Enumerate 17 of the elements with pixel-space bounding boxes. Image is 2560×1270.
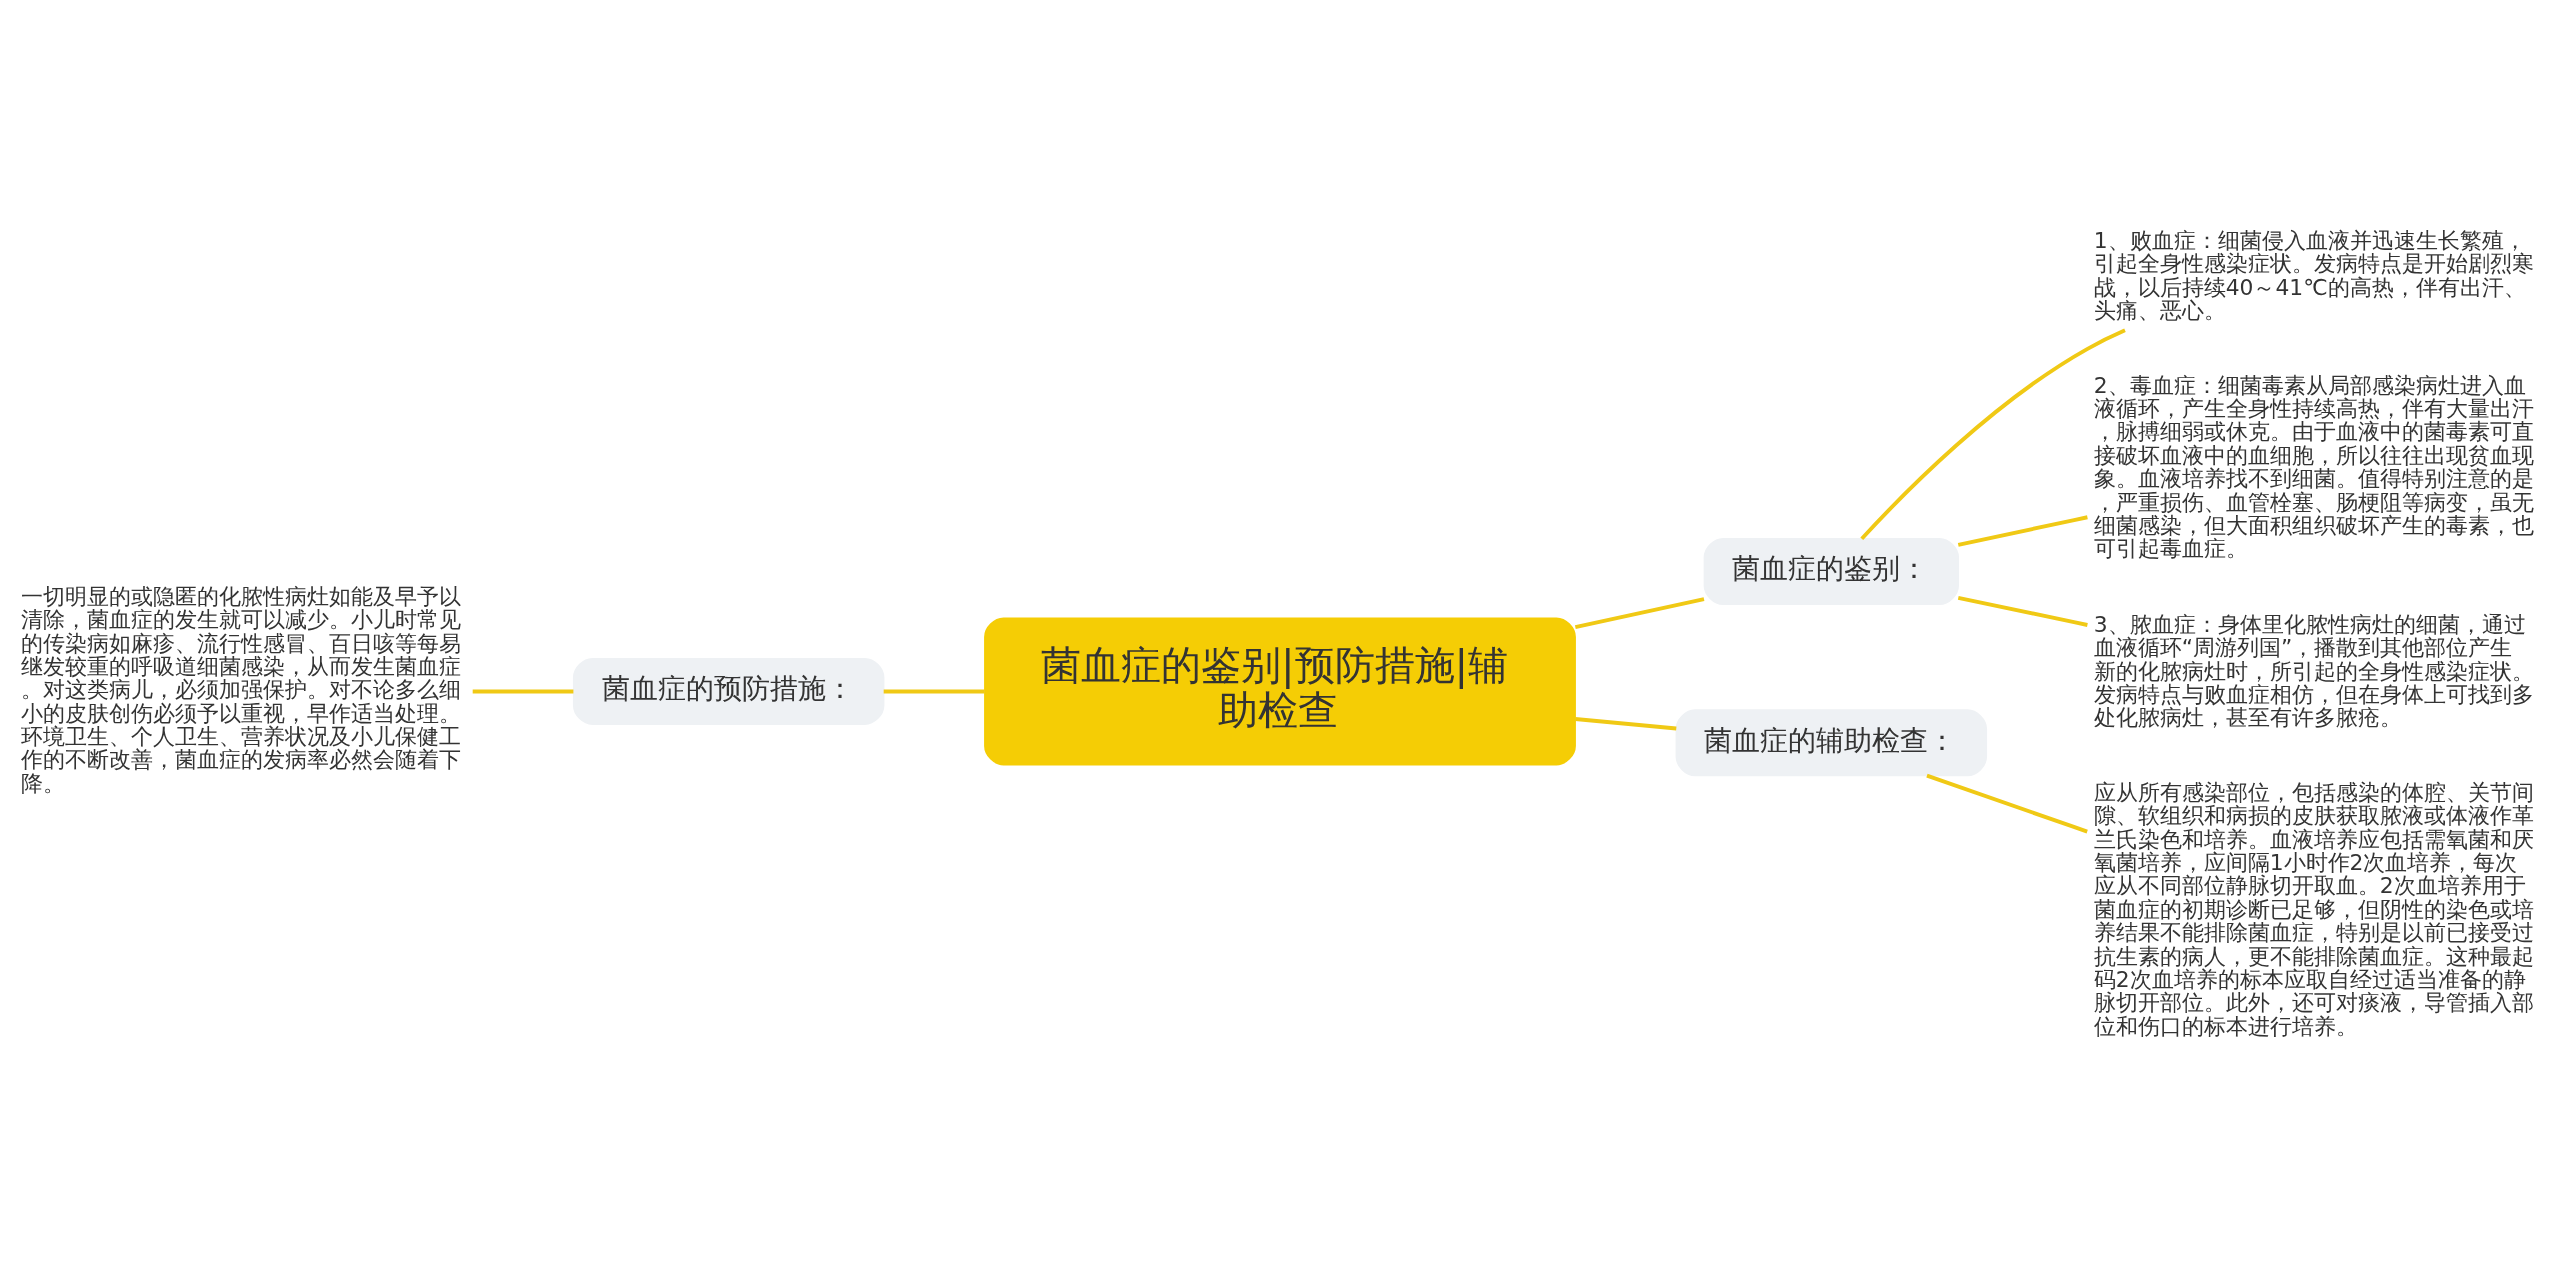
node-text: 1、败血症：细菌侵入血液并迅速生长繁殖，引起全身性感染症状。发病特点是开始剧烈寒战，以后持续40～41℃的高热，伴有出汗、头痛、恶心。 <box>2093 227 2534 323</box>
connector <box>472 689 574 694</box>
node-text: 一切明显的或隐匿的化脓性病灶如能及早予以清除，菌血症的发生就可以减少。小儿时常见的传染病如麻疹、流行性感冒、百日咳等每易继发较重的呼吸道细菌感染，从而发生菌血症。对这类病儿，必须加强保护。对不论多么细小的皮肤创伤必须予以重视，早作适当处理。环境卫生、个人卫生、营养状况及小儿保健工作的不断改善，菌血症的发病率必然会随着下降。 <box>20 583 461 796</box>
connector <box>883 689 985 694</box>
node-box: 菌血症的鉴别： <box>1703 538 1960 605</box>
node-text: 应从所有感染部位，包括感染的体腔、关节间隙、软组织和病损的皮肤获取脓液或体液作革兰氏染色和培养。血液培养应包括需氧菌和厌氧菌培养，应间隔1小时作2次血培养，每次应从不同部位静脉切开取血。2次血培养用于菌血症的初期诊断已足够，但阴性的染色或培养结果不能排除菌血症，特别是以前已接受过抗生素的病人，更不能排除菌血症。这种最起码2次血培养的标本应取自经过适当准备的静脉切开部位。此外，还可对痰液，导管插入部位和伤口的标本进行培养。 <box>2093 780 2534 1039</box>
node-text: 3、脓血症：身体里化脓性病灶的细菌，通过血液循环“周游列国”，播散到其他部位产生新的化脓病灶时，所引起的全身性感染症状。发病特点与败血症相仿，但在身体上可找到多处化脓病灶，甚至有许多脓疮。 <box>2093 611 2534 731</box>
node-box: 菌血症的鉴别|预防措施|辅助检查 <box>984 617 1576 766</box>
connector <box>1575 717 1677 731</box>
connector <box>1574 597 1705 630</box>
node-text: 2、毒血症：细菌毒素从局部感染病灶进入血液循环，产生全身性持续高热，伴有大量出汗，脉搏细弱或休克。由于血液中的菌毒素可直接破坏血液中的血细胞，所以往往出现贫血现象。血液培养找不到细菌。值得特别注意的是，严重损伤、血管栓塞、肠梗阻等病变，虽无细菌感染，但大面积组织破坏产生的毒素，也可引起毒血症。 <box>2093 372 2534 562</box>
node-box: 菌血症的辅助检查： <box>1675 709 1988 777</box>
node-box: 菌血症的预防措施： <box>572 657 885 725</box>
connector <box>1957 515 2088 547</box>
connector <box>1957 595 2088 627</box>
connector <box>1926 773 2088 834</box>
connector <box>1860 328 2126 541</box>
